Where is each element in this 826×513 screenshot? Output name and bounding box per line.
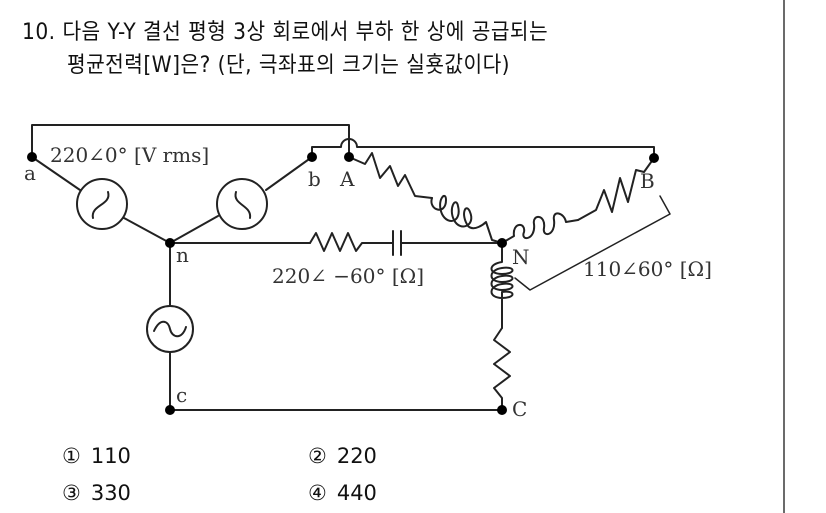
load-impedance-label: 110∠60° [Ω] xyxy=(583,257,712,281)
choice-3-value: 330 xyxy=(90,481,131,505)
node-label-b: b xyxy=(308,167,321,191)
node-B-dot xyxy=(649,153,659,163)
question-number: 10. xyxy=(22,20,56,45)
choice-1[interactable]: ① 110 xyxy=(62,444,131,468)
node-A-dot xyxy=(344,152,354,162)
choice-2-value: 220 xyxy=(336,444,377,468)
node-label-a: a xyxy=(24,161,36,185)
question-text-line-1: 10. 다음 Y-Y 결선 평형 3상 회로에서 부하 한 상에 공급되는 xyxy=(22,14,548,46)
voltage-source-b xyxy=(216,178,268,230)
choice-2-number: ② xyxy=(308,444,327,468)
choice-4-number: ④ xyxy=(308,481,327,505)
choice-4[interactable]: ④ 440 xyxy=(308,481,377,505)
node-label-C: C xyxy=(512,397,527,421)
node-C-dot xyxy=(497,405,507,415)
node-b-dot xyxy=(307,152,317,162)
node-n-dot xyxy=(165,238,175,248)
choice-1-value: 110 xyxy=(90,444,131,468)
node-N-dot xyxy=(497,238,507,248)
choice-1-number: ① xyxy=(62,444,81,468)
question-stem-1: 다음 Y-Y 결선 평형 3상 회로에서 부하 한 상에 공급되는 xyxy=(62,20,549,45)
neutral-impedance-label: 220∠ −60° [Ω] xyxy=(272,264,424,288)
voltage-source-a xyxy=(76,178,128,230)
question-text-line-2: 평균전력[W]은? (단, 극좌표의 크기는 실횻값이다) xyxy=(67,53,511,78)
choice-3-number: ③ xyxy=(62,481,81,505)
node-a-dot xyxy=(27,152,37,162)
node-c-dot xyxy=(165,405,175,415)
choice-2[interactable]: ② 220 xyxy=(308,444,377,468)
load-impedance-bracket xyxy=(514,195,671,291)
node-label-N: N xyxy=(512,245,530,269)
source-voltage-label: 220∠0° [V rms] xyxy=(50,143,209,167)
choice-3[interactable]: ③ 330 xyxy=(62,481,131,505)
node-label-A: A xyxy=(339,167,355,191)
wire-a-to-A xyxy=(31,124,350,158)
node-label-n: n xyxy=(176,243,189,267)
circuit-diagram: 220∠0° [V rms] a b A B n N c C 220∠ −60°… xyxy=(24,124,712,421)
node-label-B: B xyxy=(640,169,655,193)
page-column-divider xyxy=(783,0,785,513)
node-label-c: c xyxy=(176,383,187,407)
choice-4-value: 440 xyxy=(336,481,377,505)
wire-b-to-B xyxy=(311,138,655,159)
